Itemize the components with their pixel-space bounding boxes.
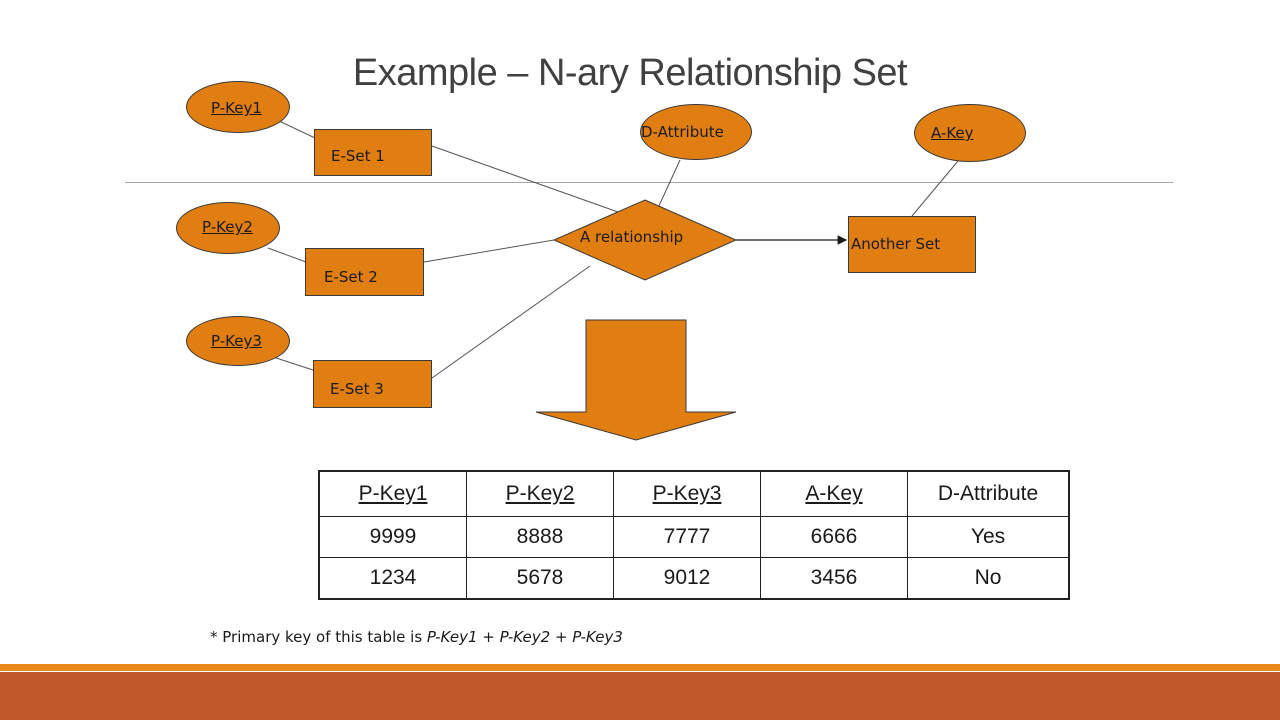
table-cell: 1234 — [318, 557, 467, 600]
table-cell: 3456 — [760, 557, 908, 600]
entity-another-set: Another Set — [848, 216, 976, 273]
table-header-cell: A-Key — [760, 470, 908, 517]
table-cell: Yes — [907, 516, 1070, 558]
entity-eset3-label: E-Set 3 — [330, 380, 384, 398]
table-row: 1234 5678 9012 3456 No — [318, 557, 1070, 600]
table-cell: 7777 — [613, 516, 761, 558]
pkey1-connector — [276, 119, 316, 139]
entity-another-set-label: Another Set — [851, 235, 941, 253]
table-header-cell: P-Key3 — [613, 470, 761, 517]
footer-bar — [0, 672, 1280, 720]
attr-dattribute-label: D-Attribute — [641, 123, 724, 141]
footer-accent-bar — [0, 664, 1280, 671]
attr-pkey2-label: P-Key2 — [202, 218, 253, 236]
table-header-row: P-Key1 P-Key2 P-Key3 A-Key D-Attribute — [318, 470, 1070, 517]
note-keys: P-Key1 + P-Key2 + P-Key3 — [426, 628, 623, 646]
entity-eset3: E-Set 3 — [313, 360, 432, 408]
attr-pkey3: P-Key3 — [186, 316, 290, 366]
slide-title: Example – N-ary Relationship Set — [352, 52, 908, 94]
entity-eset2: E-Set 2 — [305, 248, 424, 296]
table-row: 9999 8888 7777 6666 Yes — [318, 516, 1070, 558]
table-cell: 5678 — [466, 557, 614, 600]
table-header-cell: D-Attribute — [907, 470, 1070, 517]
attr-pkey1: P-Key1 — [186, 81, 290, 133]
transform-arrow — [535, 319, 737, 441]
attr-pkey2: P-Key2 — [176, 202, 280, 254]
dattr-connector — [657, 159, 681, 209]
attr-pkey1-label: P-Key1 — [211, 99, 262, 117]
eset2-connector — [423, 239, 555, 263]
table-cell: 9999 — [318, 516, 467, 558]
akey-connector — [911, 160, 959, 217]
eset1-connector — [431, 145, 619, 213]
table-cell: No — [907, 557, 1070, 600]
eset3-connector — [431, 265, 591, 379]
relationship-diamond — [552, 199, 738, 281]
table-cell: 9012 — [613, 557, 761, 600]
relation-table: P-Key1 P-Key2 P-Key3 A-Key D-Attribute 9… — [318, 470, 1070, 600]
table-cell: 6666 — [760, 516, 908, 558]
table-cell: 8888 — [466, 516, 614, 558]
note-prefix: * Primary key of this table is — [210, 628, 427, 646]
attr-akey: A-Key — [914, 104, 1026, 162]
entity-eset1: E-Set 1 — [314, 129, 432, 176]
attr-akey-label: A-Key — [931, 124, 974, 142]
primary-key-note: * Primary key of this table is P-Key1 + … — [210, 628, 623, 646]
entity-eset1-label: E-Set 1 — [331, 147, 385, 165]
pkey2-connector — [267, 247, 307, 263]
divider-line — [125, 182, 1173, 183]
attr-pkey3-label: P-Key3 — [211, 332, 262, 350]
pkey3-connector — [269, 355, 314, 371]
table-header-cell: P-Key2 — [466, 470, 614, 517]
attr-dattribute: D-Attribute — [640, 104, 752, 160]
table-header-cell: P-Key1 — [318, 470, 467, 517]
relationship-label: A relationship — [580, 228, 684, 246]
entity-eset2-label: E-Set 2 — [324, 268, 378, 286]
